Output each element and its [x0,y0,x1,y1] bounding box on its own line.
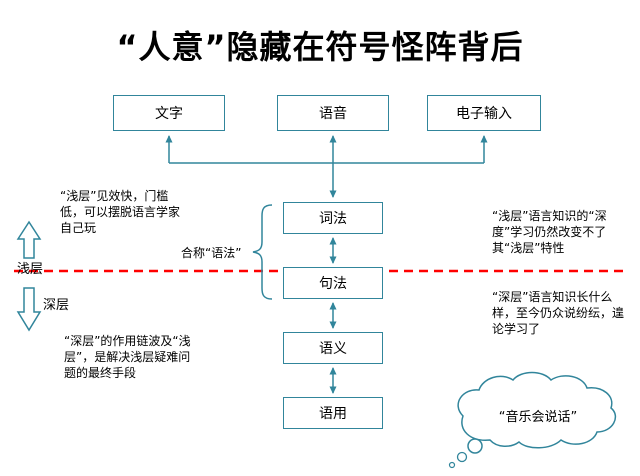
stage-box-lexical: 词法 [283,202,383,234]
input-box-text-label: 文字 [155,106,183,122]
note-deep-role: “深层”的作用链波及“浅层”，是解决浅层疑难问题的最终手段 [64,334,191,381]
stage-box-syntax-label: 句法 [319,276,347,292]
note-shallow-benefits: “浅层”见效快，门槛低，可以摆脱语言学家自己玩 [60,189,181,236]
grammar-brace [252,204,273,300]
deep-down-arrow-icon [16,287,42,332]
stage-box-lexical-label: 词法 [319,211,347,227]
input-connector-lines [165,135,488,198]
grammar-brace-label: 合称“语法” [181,246,242,260]
note-shallow-knowledge: “浅层”语言知识的“深度”学习仍然改变不了其“浅层”特性 [492,209,607,256]
note-deep-knowledge: “深层”语言知识长什么样，至今仍众说纷纭，遑论学习了 [492,290,625,337]
input-box-text: 文字 [113,95,225,131]
thought-cloud-label: “音乐会说话” [498,410,578,425]
stage-box-syntax: 句法 [283,267,383,299]
thought-cloud-shape [448,371,617,469]
input-box-speech-label: 语音 [319,106,347,122]
stage-box-semantics: 语义 [283,332,383,364]
stage-box-pragmatics: 语用 [283,397,383,429]
page-title: “人意”隐藏在符号怪阵背后 [116,28,524,66]
stage-box-semantics-label: 语义 [319,341,347,357]
shallow-layer-label: 浅层 [17,262,44,277]
deep-layer-label: 深层 [43,298,70,313]
stage-box-pragmatics-label: 语用 [319,406,347,422]
input-box-electronic: 电子输入 [427,95,541,131]
input-box-electronic-label: 电子输入 [456,106,512,122]
input-box-speech: 语音 [277,95,389,131]
shallow-up-arrow-icon [16,220,42,259]
